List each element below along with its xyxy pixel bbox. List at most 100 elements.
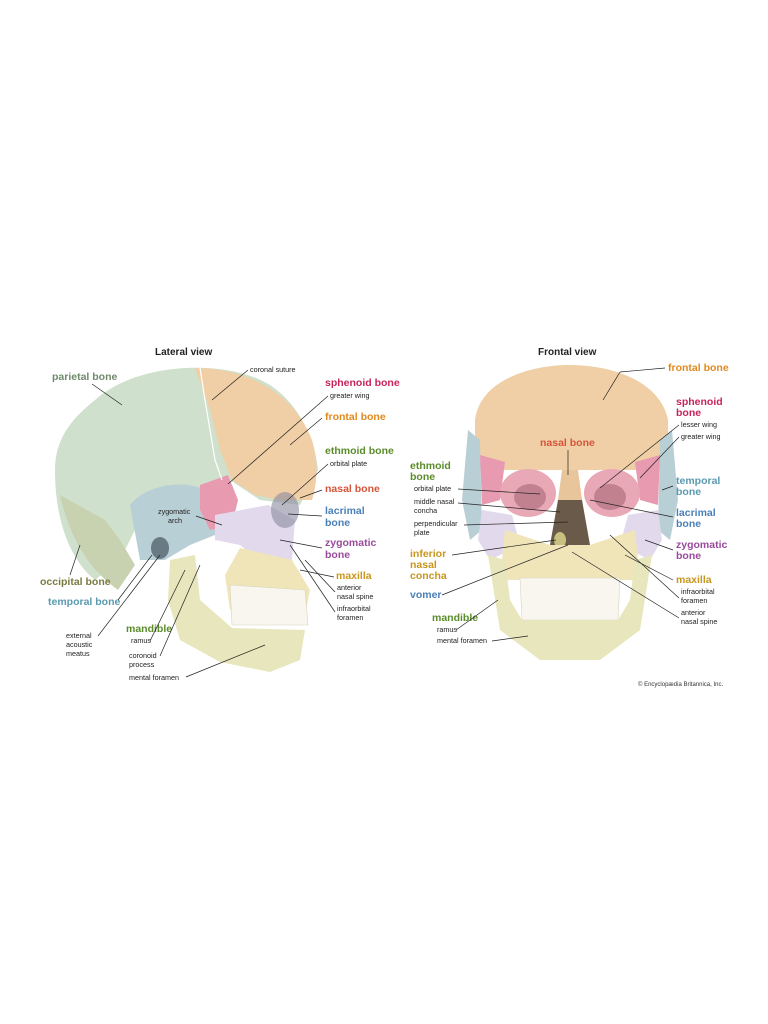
leader-coronoid	[159, 564, 201, 657]
leader-nasal	[299, 489, 323, 499]
frontal-view-title: Frontal view	[538, 347, 597, 358]
leader-lacrimal	[287, 513, 323, 517]
label-occipital-bone: occipital bone	[40, 576, 111, 588]
label-anterior-nasal-2: nasal spine	[337, 592, 373, 601]
label-f-ethmoid-2: bone	[410, 471, 435, 483]
label-external-2: acoustic	[66, 640, 93, 649]
label-coronoid-1: coronoid	[129, 651, 157, 660]
label-infraorbital-2: foramen	[337, 613, 363, 622]
label-f-ethmoid-1: ethmoid	[410, 460, 451, 472]
label-mandible: mandible	[126, 623, 172, 635]
label-f-inferior-3: concha	[410, 570, 447, 582]
label-frontal-bone: frontal bone	[325, 411, 386, 423]
label-f-mandible: mandible	[432, 612, 478, 624]
frontal-view-nasal-bone-shape	[558, 470, 582, 500]
label-f-zygomatic-1: zygomatic	[676, 539, 728, 551]
leader-frontal	[289, 417, 323, 446]
label-mental-foramen: mental foramen	[129, 673, 179, 682]
leader-ramus	[149, 569, 186, 642]
label-f-maxilla: maxilla	[676, 574, 712, 586]
leader-f-ramus	[455, 599, 499, 631]
frontal-view-teeth-shape	[519, 577, 621, 621]
frontal-view-maxilla-shape	[500, 530, 640, 580]
leader-f-greater-wing	[639, 436, 680, 479]
label-infraorbital-1: infraorbital	[337, 604, 371, 613]
frontal-view-temporal-right-shape	[658, 430, 678, 540]
leader-f-middle	[457, 502, 561, 513]
frontal-skull-illustration	[462, 365, 678, 660]
leader-external	[97, 554, 161, 637]
leader-f-maxilla	[624, 554, 674, 581]
external-acoustic-meatus-shape	[151, 537, 169, 559]
label-f-inferior-1: inferior	[410, 548, 446, 560]
lateral-teeth-shape	[229, 584, 309, 626]
leader-f-temporal	[661, 485, 674, 491]
leader-orbital-plate	[281, 463, 329, 506]
right-orbit-inner-shape	[594, 484, 626, 510]
leader-zygomatic-arch	[195, 515, 223, 526]
leader-coronal	[211, 369, 249, 401]
label-f-nasal-bone: nasal bone	[540, 437, 595, 449]
label-f-vomer: vomer	[410, 589, 442, 601]
temporal-bone-shape	[130, 484, 215, 560]
label-f-lacrimal-2: bone	[676, 518, 701, 530]
label-f-zygomatic-2: bone	[676, 550, 701, 562]
lateral-orbit-shape	[271, 492, 299, 528]
lateral-skull-illustration	[55, 367, 318, 672]
leader-f-inferior	[451, 539, 557, 556]
label-f-infra-1: infraorbital	[681, 587, 715, 596]
label-f-temporal-2: bone	[676, 486, 701, 498]
label-temporal-bone: temporal bone	[48, 596, 121, 608]
lateral-mandible-shape	[168, 555, 305, 672]
leader-maxilla	[299, 569, 335, 578]
leader-zygomatic	[279, 539, 323, 549]
label-f-inferior-2: nasal	[410, 559, 437, 571]
label-nasal-bone: nasal bone	[325, 483, 380, 495]
label-orbital-plate: orbital plate	[330, 459, 367, 468]
label-lacrimal-2: bone	[325, 517, 350, 529]
label-f-sphenoid-1: sphenoid	[676, 396, 723, 408]
frontal-view-temporal-left-shape	[462, 430, 482, 540]
label-external-3: meatus	[66, 649, 90, 658]
label-f-middle-1: middle nasal	[414, 497, 455, 506]
label-sphenoid-bone: sphenoid bone	[325, 377, 400, 389]
label-external-1: external	[66, 631, 92, 640]
label-f-sphenoid-2: bone	[676, 407, 701, 419]
inferior-concha-shape	[554, 532, 566, 548]
leader-f-frontal-2	[602, 371, 621, 401]
leader-f-mental	[491, 635, 529, 642]
copyright-credit: © Encyclopædia Britannica, Inc.	[638, 681, 723, 688]
label-coronoid-2: process	[129, 660, 155, 669]
leader-f-lacrimal	[589, 499, 674, 518]
label-zygomatic-1: zygomatic	[325, 537, 377, 549]
label-anterior-nasal-1: anterior	[337, 583, 362, 592]
frontal-view-mandible-shape	[488, 555, 652, 660]
label-f-perp-2: plate	[414, 528, 430, 537]
label-f-temporal-1: temporal	[676, 475, 720, 487]
leader-mental	[185, 644, 266, 678]
leader-f-lesser-wing	[599, 424, 680, 489]
label-coronal-suture: coronal suture	[250, 365, 296, 374]
label-zygomatic-arch-1: zygomatic	[158, 507, 191, 516]
label-zygomatic-2: bone	[325, 549, 350, 561]
label-zygomatic-arch-2: arch	[168, 516, 182, 525]
leader-f-orbital-plate	[457, 488, 541, 495]
label-parietal-bone: parietal bone	[52, 371, 118, 383]
leader-occipital	[69, 544, 81, 576]
label-ramus: ramus	[131, 636, 151, 645]
leader-greater-wing	[227, 395, 329, 485]
label-f-greater-wing: greater wing	[681, 432, 721, 441]
label-f-perp-1: perpendicular	[414, 519, 458, 528]
leader-anterior-nasal	[304, 559, 336, 593]
label-f-lacrimal-1: lacrimal	[676, 507, 716, 519]
label-f-middle-2: concha	[414, 506, 437, 515]
leader-f-frontal	[619, 367, 666, 373]
label-f-mental: mental foramen	[437, 636, 487, 645]
leader-f-zygomatic	[644, 539, 674, 551]
frontal-view-sphenoid-left-shape	[480, 455, 505, 505]
label-greater-wing: greater wing	[330, 391, 370, 400]
label-f-frontal-bone: frontal bone	[668, 362, 729, 374]
label-ethmoid-bone: ethmoid bone	[325, 445, 394, 457]
label-f-orbital-plate: orbital plate	[414, 484, 451, 493]
